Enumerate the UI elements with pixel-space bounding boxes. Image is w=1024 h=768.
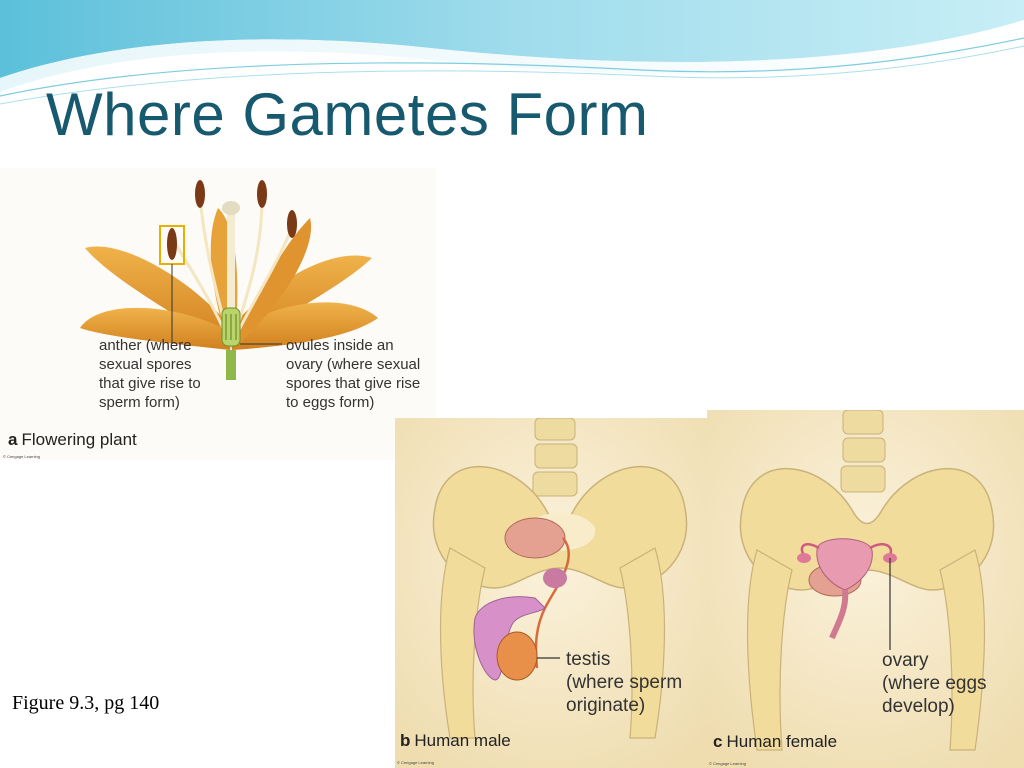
panel-c-copyright: © Cengage Learning [709, 761, 746, 766]
testis-label: testis (where sperm originate) [566, 649, 683, 716]
female-pelvis-illustration [707, 410, 1024, 768]
slide-title: Where Gametes Form [46, 81, 649, 148]
male-pelvis-illustration [395, 418, 707, 768]
panel-c-letter: c [713, 732, 723, 751]
lily-flower-illustration [80, 180, 378, 380]
panel-flowering-plant: anther (where sexual spores that give ri… [0, 168, 436, 460]
header-wave-decoration [0, 0, 1024, 105]
figure-reference: Figure 9.3, pg 140 [12, 692, 160, 714]
panel-b-copyright: © Cengage Learning [397, 760, 434, 765]
panel-a-letter: a [8, 430, 18, 449]
anther-label: anther (where sexual spores that give ri… [99, 337, 201, 411]
ovary-label: ovary (where eggs develop) [882, 650, 987, 717]
panel-a-copyright: © Cengage Learning [3, 454, 40, 459]
ovule-label: ovules inside an ovary (where sexual spo… [286, 337, 421, 411]
panel-b-letter: b [400, 731, 411, 750]
